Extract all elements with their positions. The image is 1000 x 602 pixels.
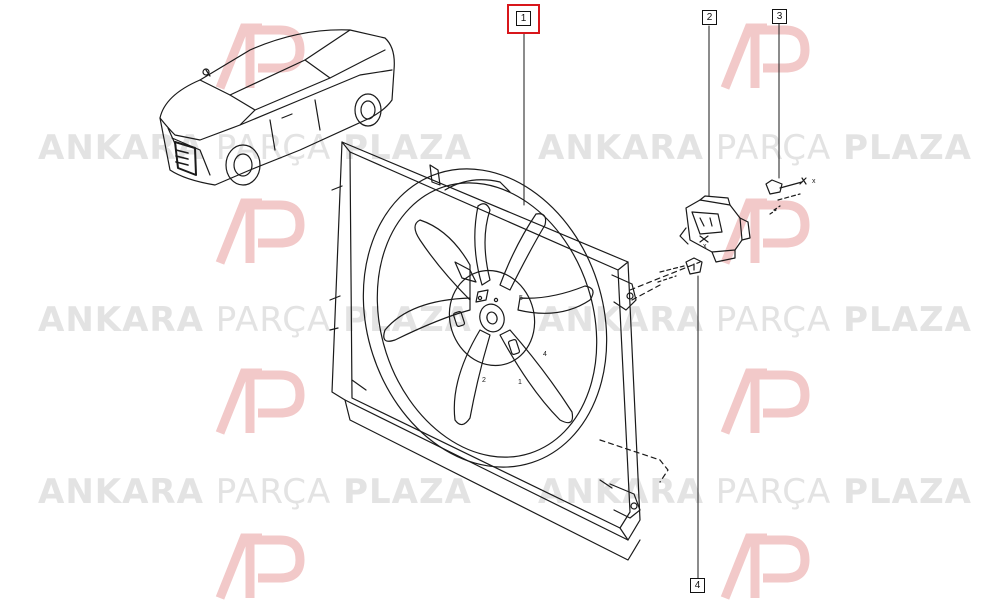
callout-2[interactable]: 2 [702, 10, 717, 25]
fan-motor-resistor-icon [679, 195, 751, 263]
ap-logo-icon [215, 533, 305, 600]
mount-marking: x [703, 243, 707, 250]
callout-1[interactable]: 1 [516, 11, 531, 26]
watermark-ankara: ANKARA [538, 128, 704, 168]
car-icon [159, 29, 395, 186]
watermark-plaza: PLAZA [843, 128, 972, 168]
ap-logo-icon [720, 23, 810, 90]
ap-logo-icon [720, 368, 810, 435]
ap-logo-icon [215, 368, 305, 435]
watermark-ankara: ANKARA [38, 300, 204, 340]
mount-marking: x [812, 178, 816, 185]
watermark-plaza: PLAZA [843, 472, 972, 512]
ap-logo-icon [215, 23, 305, 90]
ap-logo-icon [720, 533, 810, 600]
callout-3[interactable]: 3 [772, 9, 787, 24]
watermark-parca: PARÇA [715, 128, 832, 168]
watermark-plaza: PLAZA [843, 300, 972, 340]
hub-marking: 4 [543, 351, 547, 358]
watermark-row-1b: ANKARA PARÇA PLAZA [538, 128, 972, 168]
watermark-plaza: PLAZA [343, 472, 472, 512]
watermark-row-3b: ANKARA PARÇA PLAZA [538, 472, 972, 512]
watermark-ankara: ANKARA [538, 472, 704, 512]
watermark-parca: PARÇA [215, 300, 332, 340]
callout-4[interactable]: 4 [690, 578, 705, 593]
hub-marking: 5 [519, 295, 523, 302]
bolt-icon [657, 235, 709, 283]
hub-marking: 2 [482, 377, 486, 384]
screw-icon [765, 177, 807, 215]
watermark-parca: PARÇA [715, 300, 832, 340]
callout-highlight [507, 4, 540, 34]
watermark-row-3: ANKARA PARÇA PLAZA [38, 472, 472, 512]
watermark-plaza: PLAZA [343, 128, 472, 168]
watermark-parca: PARÇA [215, 472, 332, 512]
radiator-fan-icon [329, 141, 701, 561]
hub-marking: 1 [518, 379, 522, 386]
watermark-ankara: ANKARA [38, 472, 204, 512]
ap-logo-icon [215, 198, 305, 265]
watermark-parca: PARÇA [715, 472, 832, 512]
ap-logo-icon [720, 198, 810, 265]
